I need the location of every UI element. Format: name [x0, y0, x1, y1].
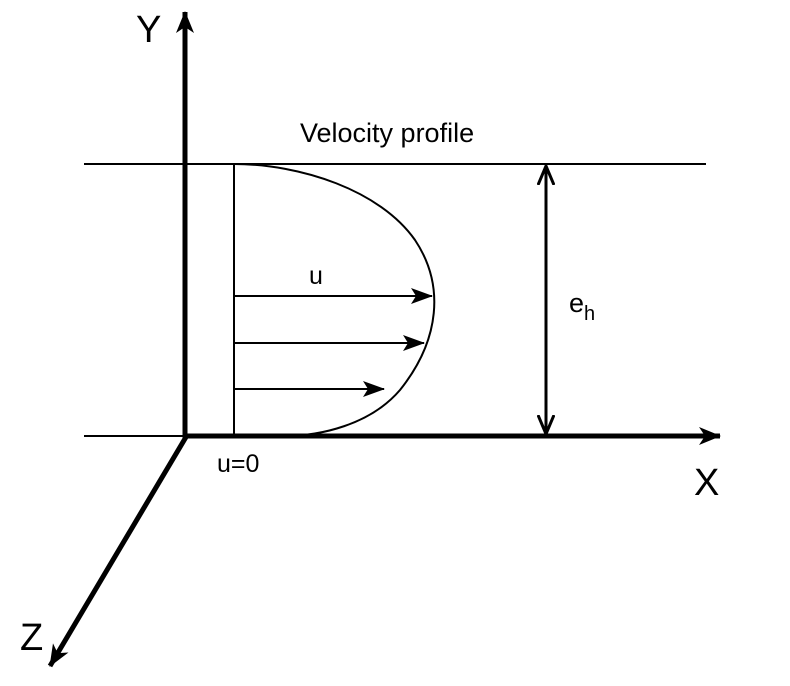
height-label-base: e	[569, 288, 584, 318]
height-label-subscript: h	[584, 303, 595, 325]
z-axis	[47, 435, 189, 668]
y-axis-label: Y	[136, 9, 161, 51]
wall-velocity-label: u=0	[217, 450, 259, 478]
velocity-label: u	[309, 262, 323, 290]
z-axis-label: Z	[20, 617, 43, 659]
x-axis-label: X	[694, 462, 719, 504]
velocity-profile-title: Velocity profile	[300, 118, 474, 148]
height-label: eh	[569, 288, 595, 325]
velocity-profile-curve	[233, 163, 436, 437]
